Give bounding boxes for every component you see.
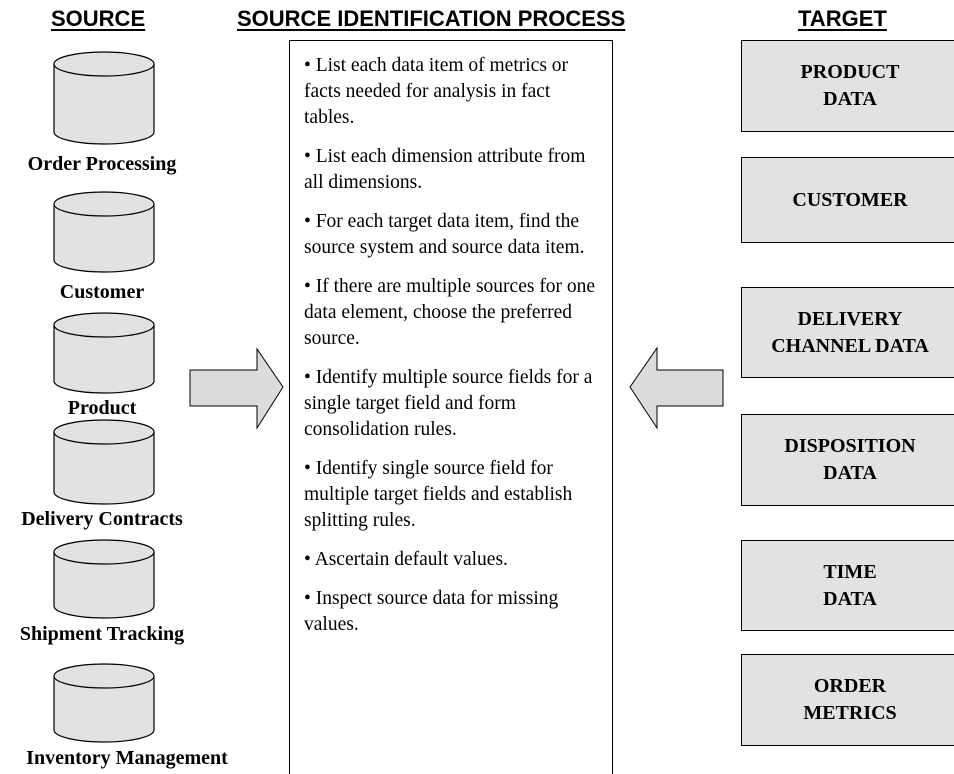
target-label: ORDER METRICS (803, 675, 897, 724)
source-label-product: Product (67, 397, 137, 419)
target-box-time-data: TIME DATA (741, 540, 954, 631)
process-steps-box: • List each data item of metrics or fact… (289, 40, 613, 774)
source-label-order-processing: Order Processing (27, 153, 177, 175)
arrow-left-icon (629, 346, 724, 430)
target-label: PRODUCT DATA (800, 61, 900, 110)
target-box-disposition-data: DISPOSITION DATA (741, 414, 954, 506)
process-step: • If there are multiple sources for one … (304, 276, 596, 349)
database-icon-order-processing (53, 51, 155, 145)
target-box-product-data: PRODUCT DATA (741, 40, 954, 132)
process-step: • List each data item of metrics or fact… (304, 55, 569, 128)
source-label-shipment-tracking: Shipment Tracking (19, 623, 185, 645)
target-label: CUSTOMER (792, 188, 908, 211)
source-label-delivery-contracts: Delivery Contracts (21, 508, 183, 530)
target-heading: TARGET (798, 6, 887, 31)
database-icon-customer (53, 191, 155, 273)
process-steps-list: • List each data item of metrics or fact… (290, 41, 612, 638)
process-step: • List each dimension attribute from all… (304, 146, 586, 193)
process-step: • Identify single source field for multi… (304, 458, 573, 531)
process-heading: SOURCE IDENTIFICATION PROCESS (237, 6, 626, 31)
target-box-delivery-channel-data: DELIVERY CHANNEL DATA (741, 287, 954, 378)
database-icon-inventory-management (53, 663, 155, 743)
database-icon-product (53, 312, 155, 394)
database-icon-shipment-tracking (53, 539, 155, 619)
target-box-order-metrics: ORDER METRICS (741, 654, 954, 746)
target-label: DISPOSITION DATA (784, 435, 916, 484)
process-step: • Identify multiple source fields for a … (304, 367, 593, 440)
source-label-customer: Customer (59, 281, 145, 303)
process-step: • Inspect source data for missing values… (304, 588, 559, 635)
source-heading: SOURCE (51, 6, 146, 31)
target-label: TIME DATA (823, 560, 877, 610)
target-label: DELIVERY CHANNEL DATA (771, 307, 929, 357)
source-label-inventory-management: Inventory Management (26, 747, 228, 769)
process-step: • Ascertain default values. (304, 549, 508, 570)
arrow-right-icon (189, 347, 284, 430)
process-step: • For each target data item, find the so… (304, 211, 585, 258)
target-box-customer: CUSTOMER (741, 157, 954, 243)
database-icon-delivery-contracts (53, 419, 155, 505)
